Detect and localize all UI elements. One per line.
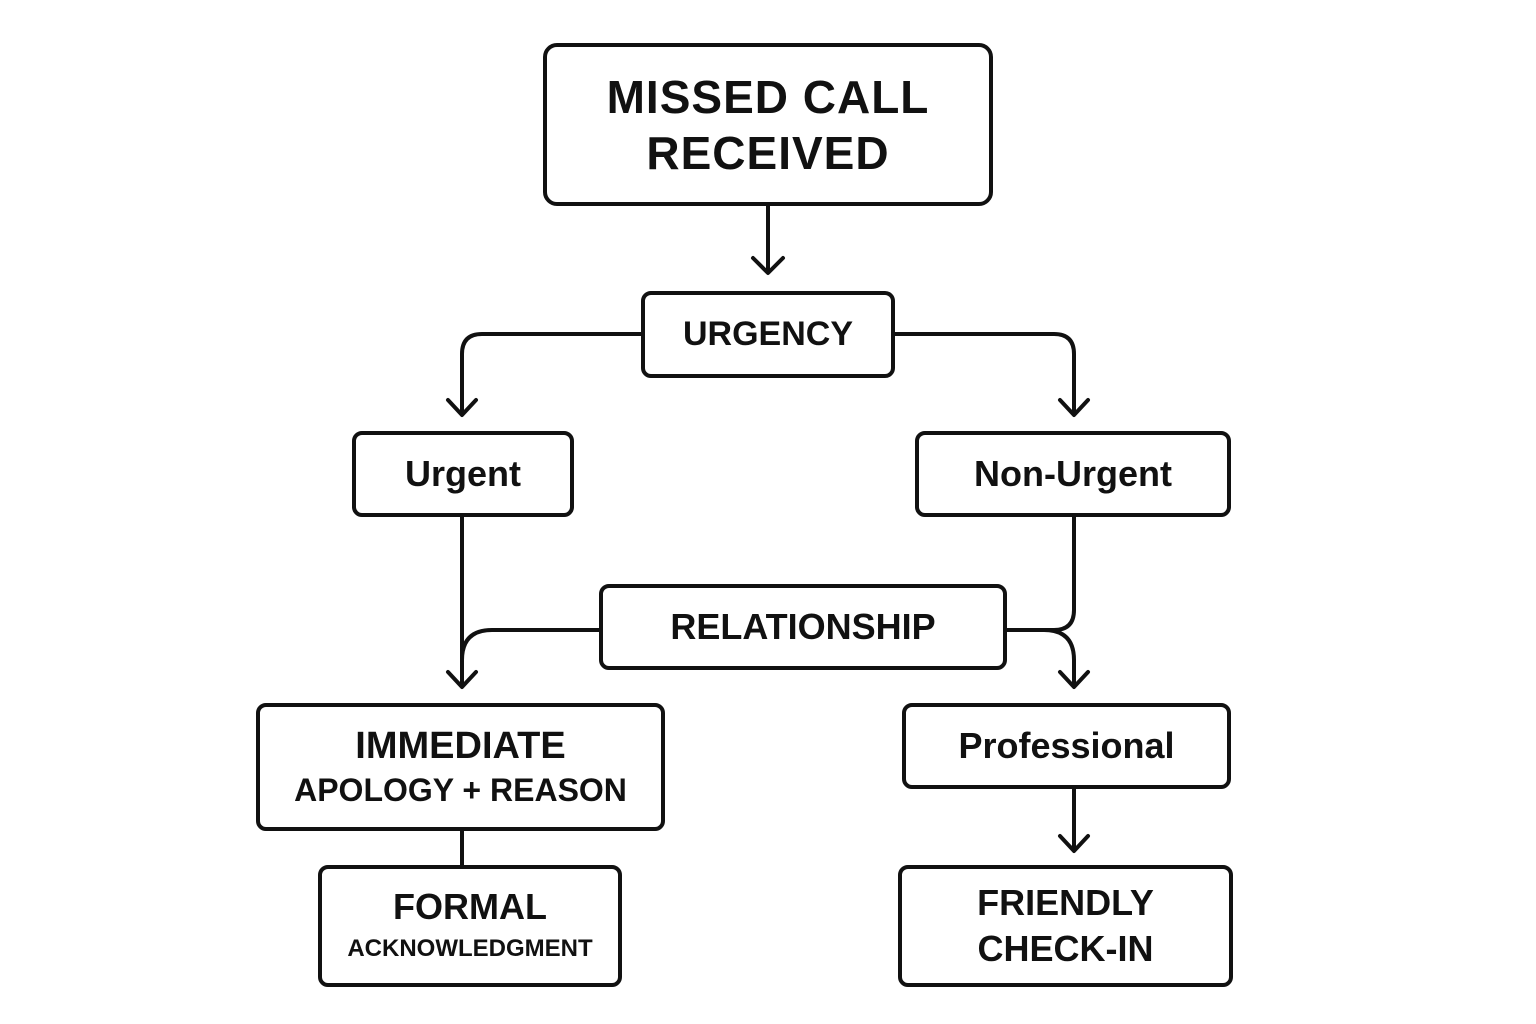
node-label: IMMEDIATE: [355, 725, 566, 767]
node-professional: Professional: [902, 703, 1231, 789]
node-non-urgent: Non-Urgent: [915, 431, 1231, 517]
node-friendly-check-in: FRIENDLY CHECK-IN: [898, 865, 1233, 987]
node-label: Non-Urgent: [974, 453, 1172, 494]
connector-non-urgent-down: [1005, 515, 1076, 632]
connector-urgency-to-non-urgent: [893, 332, 1076, 416]
arrowhead-urgency: [751, 256, 785, 275]
node-label: MISSED CALL: [606, 70, 930, 123]
node-immediate-apology: IMMEDIATE APOLOGY + REASON: [256, 703, 665, 831]
node-label: ACKNOWLEDGMENT: [347, 935, 593, 962]
node-label: APOLOGY + REASON: [294, 772, 627, 808]
arrowhead-friendly: [1058, 834, 1090, 853]
node-relationship: RELATIONSHIP: [599, 584, 1007, 670]
arrowhead-immediate: [446, 670, 478, 689]
connector-relationship-to-immediate: [460, 628, 601, 662]
node-label: Professional: [958, 725, 1175, 766]
node-label: FORMAL: [393, 886, 547, 927]
node-formal-acknowledgment: FORMAL ACKNOWLEDGMENT: [318, 865, 622, 987]
arrowhead-non-urgent: [1058, 398, 1090, 417]
node-label: FRIENDLY: [977, 882, 1154, 923]
node-label: Urgent: [405, 453, 521, 494]
node-label: RELATIONSHIP: [670, 606, 936, 647]
arrowhead-professional: [1058, 670, 1090, 689]
node-label: CHECK-IN: [977, 928, 1154, 969]
node-label: RECEIVED: [646, 126, 890, 179]
connector-relationship-to-professional: [1005, 628, 1076, 688]
node-label: URGENCY: [682, 315, 854, 353]
node-missed-call-received: MISSED CALL RECEIVED: [543, 43, 993, 206]
connector-urgency-to-urgent: [460, 332, 643, 416]
arrowhead-urgent: [446, 398, 478, 417]
node-urgent: Urgent: [352, 431, 574, 517]
node-urgency: URGENCY: [641, 291, 895, 378]
